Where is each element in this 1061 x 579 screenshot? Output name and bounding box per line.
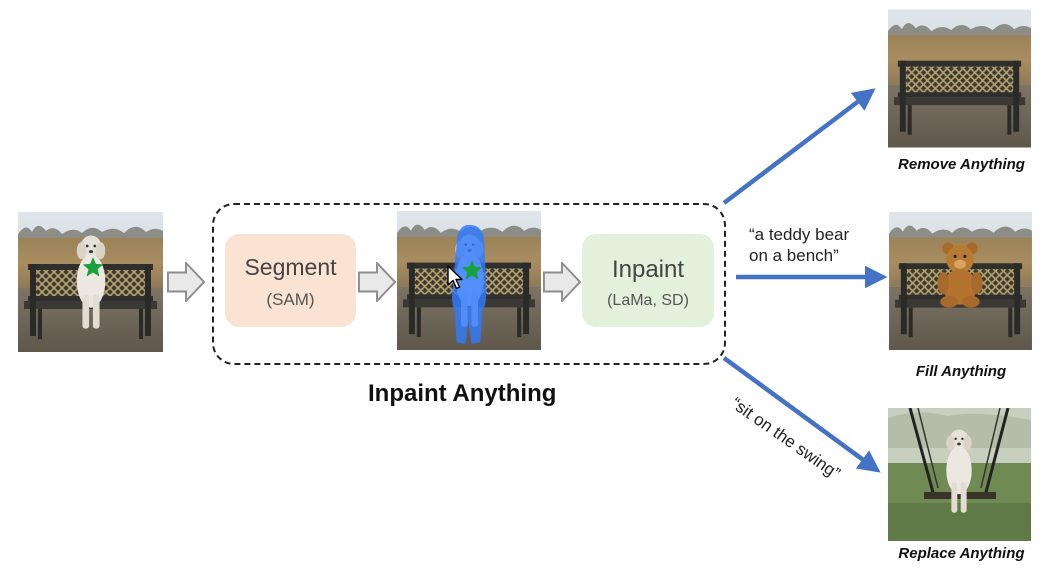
- fill-caption: Fill Anything: [915, 363, 1007, 380]
- remove-output-image: [888, 9, 1031, 148]
- arrow-to-remove: [722, 88, 876, 205]
- segment-subtitle: (SAM): [266, 290, 315, 309]
- pipeline-label: Inpaint Anything: [368, 380, 557, 407]
- segment-stage: Segment (SAM): [225, 234, 356, 327]
- masked-image: [397, 211, 541, 350]
- mouse-cursor-icon: [447, 265, 463, 290]
- arrow-to-replace: [722, 356, 881, 473]
- inpaint-subtitle: (LaMa, SD): [607, 292, 689, 309]
- fill-output-image: [889, 212, 1032, 350]
- remove-caption: Remove Anything: [898, 156, 1025, 173]
- fill-prompt-line2: on a bench”: [749, 246, 839, 266]
- replace-caption: Replace Anything: [898, 545, 1025, 562]
- replace-output-image: [888, 408, 1031, 541]
- teddy-bear-icon: [937, 242, 983, 308]
- fill-prompt-line1: “a teddy bear: [749, 225, 850, 244]
- segment-title: Segment: [244, 254, 337, 280]
- fill-prompt: “a teddy bear on a bench”: [749, 224, 849, 267]
- pipeline-container: [212, 203, 726, 365]
- inpaint-stage: Inpaint (LaMa, SD): [582, 234, 714, 327]
- inpaint-title: Inpaint: [611, 256, 685, 283]
